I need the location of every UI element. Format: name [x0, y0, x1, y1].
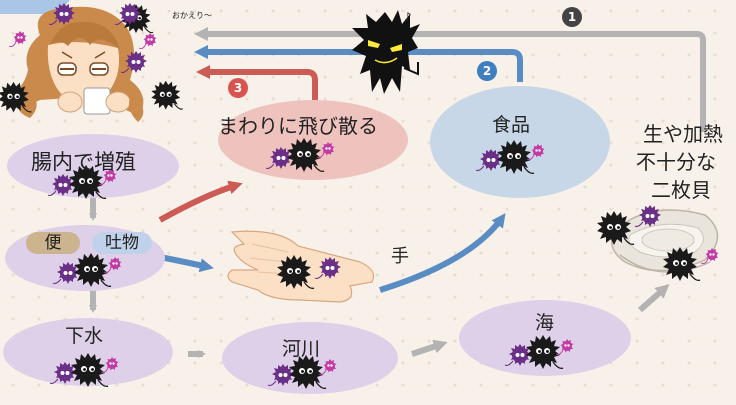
music-note: ♪ [404, 10, 412, 24]
river-label: 河川 [282, 338, 321, 360]
stool-tag: 便 [26, 232, 80, 254]
hand-label: 手 [391, 246, 409, 267]
svg-text:2: 2 [483, 64, 491, 78]
arrow-hand-to-food [379, 213, 506, 293]
sewage-label: 下水 [65, 325, 104, 347]
arrow-vomit-to-hand [159, 254, 214, 273]
route-3-arrow [196, 65, 318, 100]
route-2-badge: 2 [477, 61, 497, 81]
route-1-badge: 1 [562, 7, 582, 27]
shellfish-label-3: 二枚貝 [651, 178, 711, 202]
route-2-arrow [194, 45, 523, 82]
arrow-sea-to-shellfish [638, 284, 670, 313]
scatter-label: まわりに飛び散る [218, 114, 378, 138]
girl-face-icon [12, 6, 144, 122]
vomit-tag: 吐物 [92, 232, 152, 254]
sewage-ellipse [3, 318, 173, 386]
arrow-stool-to-scatter [158, 180, 243, 223]
villain-icon [352, 10, 420, 94]
route-1-arrow [194, 27, 706, 132]
sea-ellipse [459, 300, 631, 376]
shellfish-label-2: 不十分な [636, 150, 716, 174]
arrow-river-to-sea [411, 339, 448, 357]
intestine-label: 腸内で増殖 [31, 150, 136, 174]
river-ellipse [222, 322, 398, 394]
route-3-badge: 3 [228, 78, 248, 98]
sea-label: 海 [535, 312, 555, 334]
shellfish-label-1: 生や加熱 [643, 122, 723, 146]
svg-text:1: 1 [568, 10, 576, 24]
food-label: 食品 [492, 114, 531, 136]
svg-text:3: 3 [234, 81, 242, 95]
speech-okaeri: おかえり〜 [172, 11, 212, 20]
oyster-icon [610, 209, 719, 273]
scatter-ellipse [218, 100, 408, 180]
